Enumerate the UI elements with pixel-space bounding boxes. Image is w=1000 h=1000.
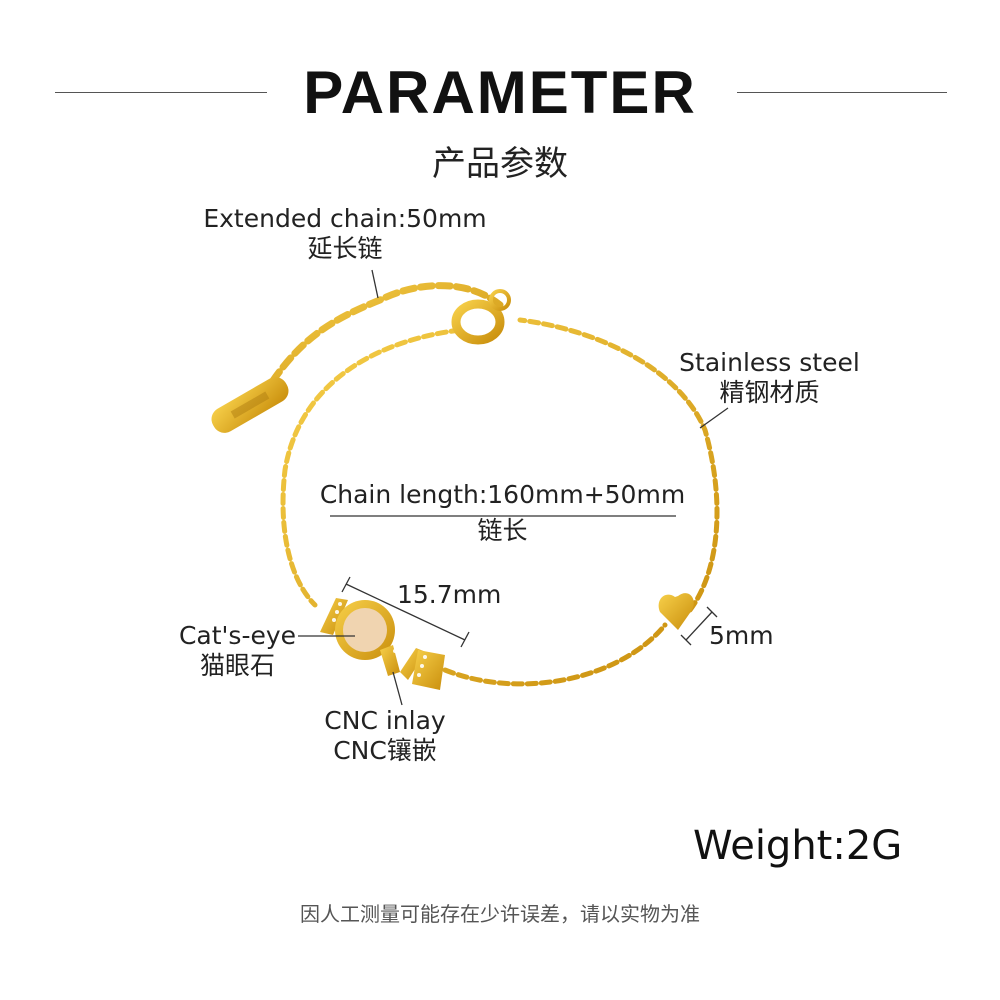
heart-size-label: 5mm [709,621,774,650]
inlay-zh: CNC镶嵌 [333,736,437,765]
inlay-label: CNC inlay CNC镶嵌 [310,706,460,766]
title-rule-right [737,92,947,93]
title-rule-left [55,92,267,93]
page-title: PARAMETER [303,59,697,126]
cats-eye-stone [343,608,387,652]
page-subtitle: 产品参数 [432,144,568,184]
main-chain [280,317,720,687]
heart-charm [658,593,694,630]
chain-length-label: Chain length:160mm+50mm 链长 [310,480,695,546]
inlay-en: CNC inlay [324,706,446,735]
lobster-clasp [451,289,511,345]
chain-length-zh: 链长 [477,516,528,545]
love-pendant [320,598,445,690]
material-label: Stainless steel 精钢材质 [672,348,867,408]
chain-tag [211,377,289,433]
stone-label: Cat's-eye 猫眼石 [175,621,300,681]
weight-label: Weight:2G [693,823,903,869]
material-en: Stainless steel [679,348,860,377]
extended-chain-en: Extended chain:50mm [203,204,487,233]
measurement-footnote: 因人工测量可能存在少许误差，请以实物为准 [300,902,700,926]
stone-en: Cat's-eye [178,621,297,650]
chain-length-en: Chain length:160mm+50mm [319,480,686,509]
material-zh: 精钢材质 [719,378,820,407]
pendant-width-label: 15.7mm [397,580,502,609]
extension-chain [266,282,504,389]
stone-zh: 猫眼石 [199,651,275,680]
extended-chain-zh: 延长链 [307,234,383,263]
extended-chain-label: Extended chain:50mm 延长链 [195,204,495,264]
